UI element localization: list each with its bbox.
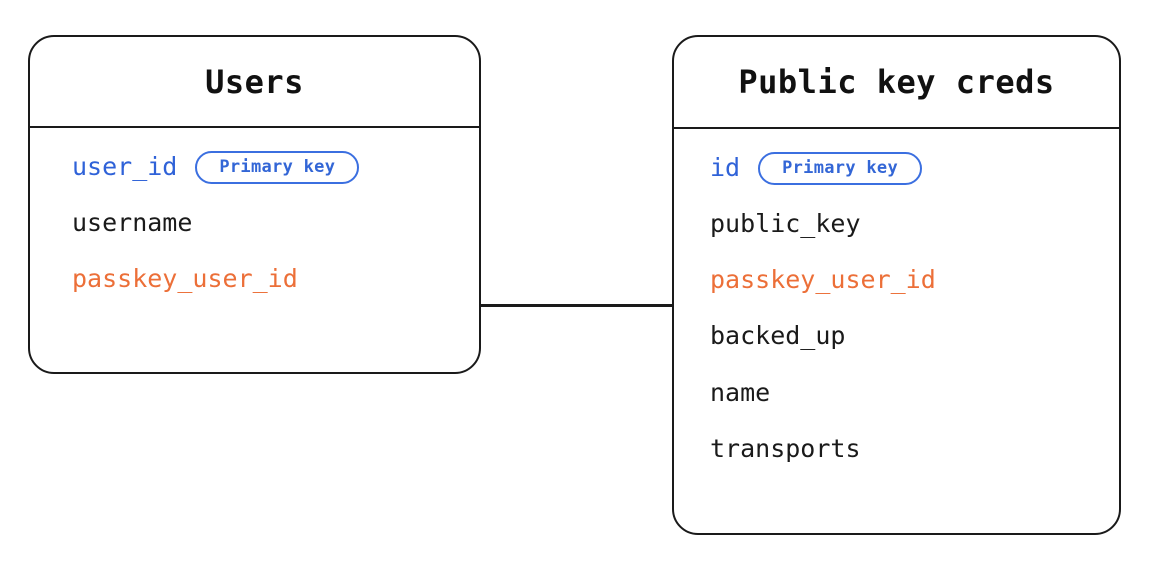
- field-name-name: name: [710, 378, 771, 407]
- field-row-name[interactable]: name: [710, 376, 1109, 410]
- field-row-user-id[interactable]: user_id Primary key: [72, 150, 469, 184]
- entity-field-list-users: user_id Primary key username passkey_use…: [30, 128, 479, 371]
- field-row-passkey-user-id-users[interactable]: passkey_user_id: [72, 262, 469, 296]
- primary-key-badge-label: Primary key: [782, 158, 898, 178]
- field-row-username[interactable]: username: [72, 206, 469, 240]
- primary-key-badge-users: Primary key: [195, 150, 360, 184]
- field-row-id[interactable]: id Primary key: [710, 151, 1109, 185]
- field-name-username: username: [72, 208, 193, 237]
- entity-header-public-key-creds: Public key creds: [674, 37, 1119, 129]
- field-name-transports: transports: [710, 434, 861, 463]
- entity-title-public-key-creds: Public key creds: [738, 63, 1055, 101]
- field-name-passkey-user-id-users: passkey_user_id: [72, 264, 298, 293]
- primary-key-badge-label: Primary key: [219, 157, 336, 177]
- entity-title-users: Users: [205, 62, 304, 101]
- entity-box-users[interactable]: Users user_id Primary key username passk…: [28, 35, 481, 374]
- entity-box-public-key-creds[interactable]: Public key creds id Primary key public_k…: [672, 35, 1121, 535]
- field-row-backed-up[interactable]: backed_up: [710, 319, 1109, 353]
- field-row-transports[interactable]: transports: [710, 432, 1109, 466]
- field-row-passkey-user-id-creds[interactable]: passkey_user_id: [710, 263, 1109, 297]
- field-name-backed-up: backed_up: [710, 321, 846, 350]
- relationship-connector-passkey-user-id: [479, 304, 674, 307]
- primary-key-badge-public-key-creds: Primary key: [758, 151, 922, 185]
- field-name-id: id: [710, 153, 741, 182]
- field-name-public-key: public_key: [710, 209, 861, 238]
- field-name-passkey-user-id-creds: passkey_user_id: [710, 265, 936, 294]
- entity-field-list-public-key-creds: id Primary key public_key passkey_user_i…: [674, 129, 1119, 532]
- field-row-public-key[interactable]: public_key: [710, 207, 1109, 241]
- field-name-user-id: user_id: [72, 152, 178, 181]
- entity-header-users: Users: [30, 37, 479, 128]
